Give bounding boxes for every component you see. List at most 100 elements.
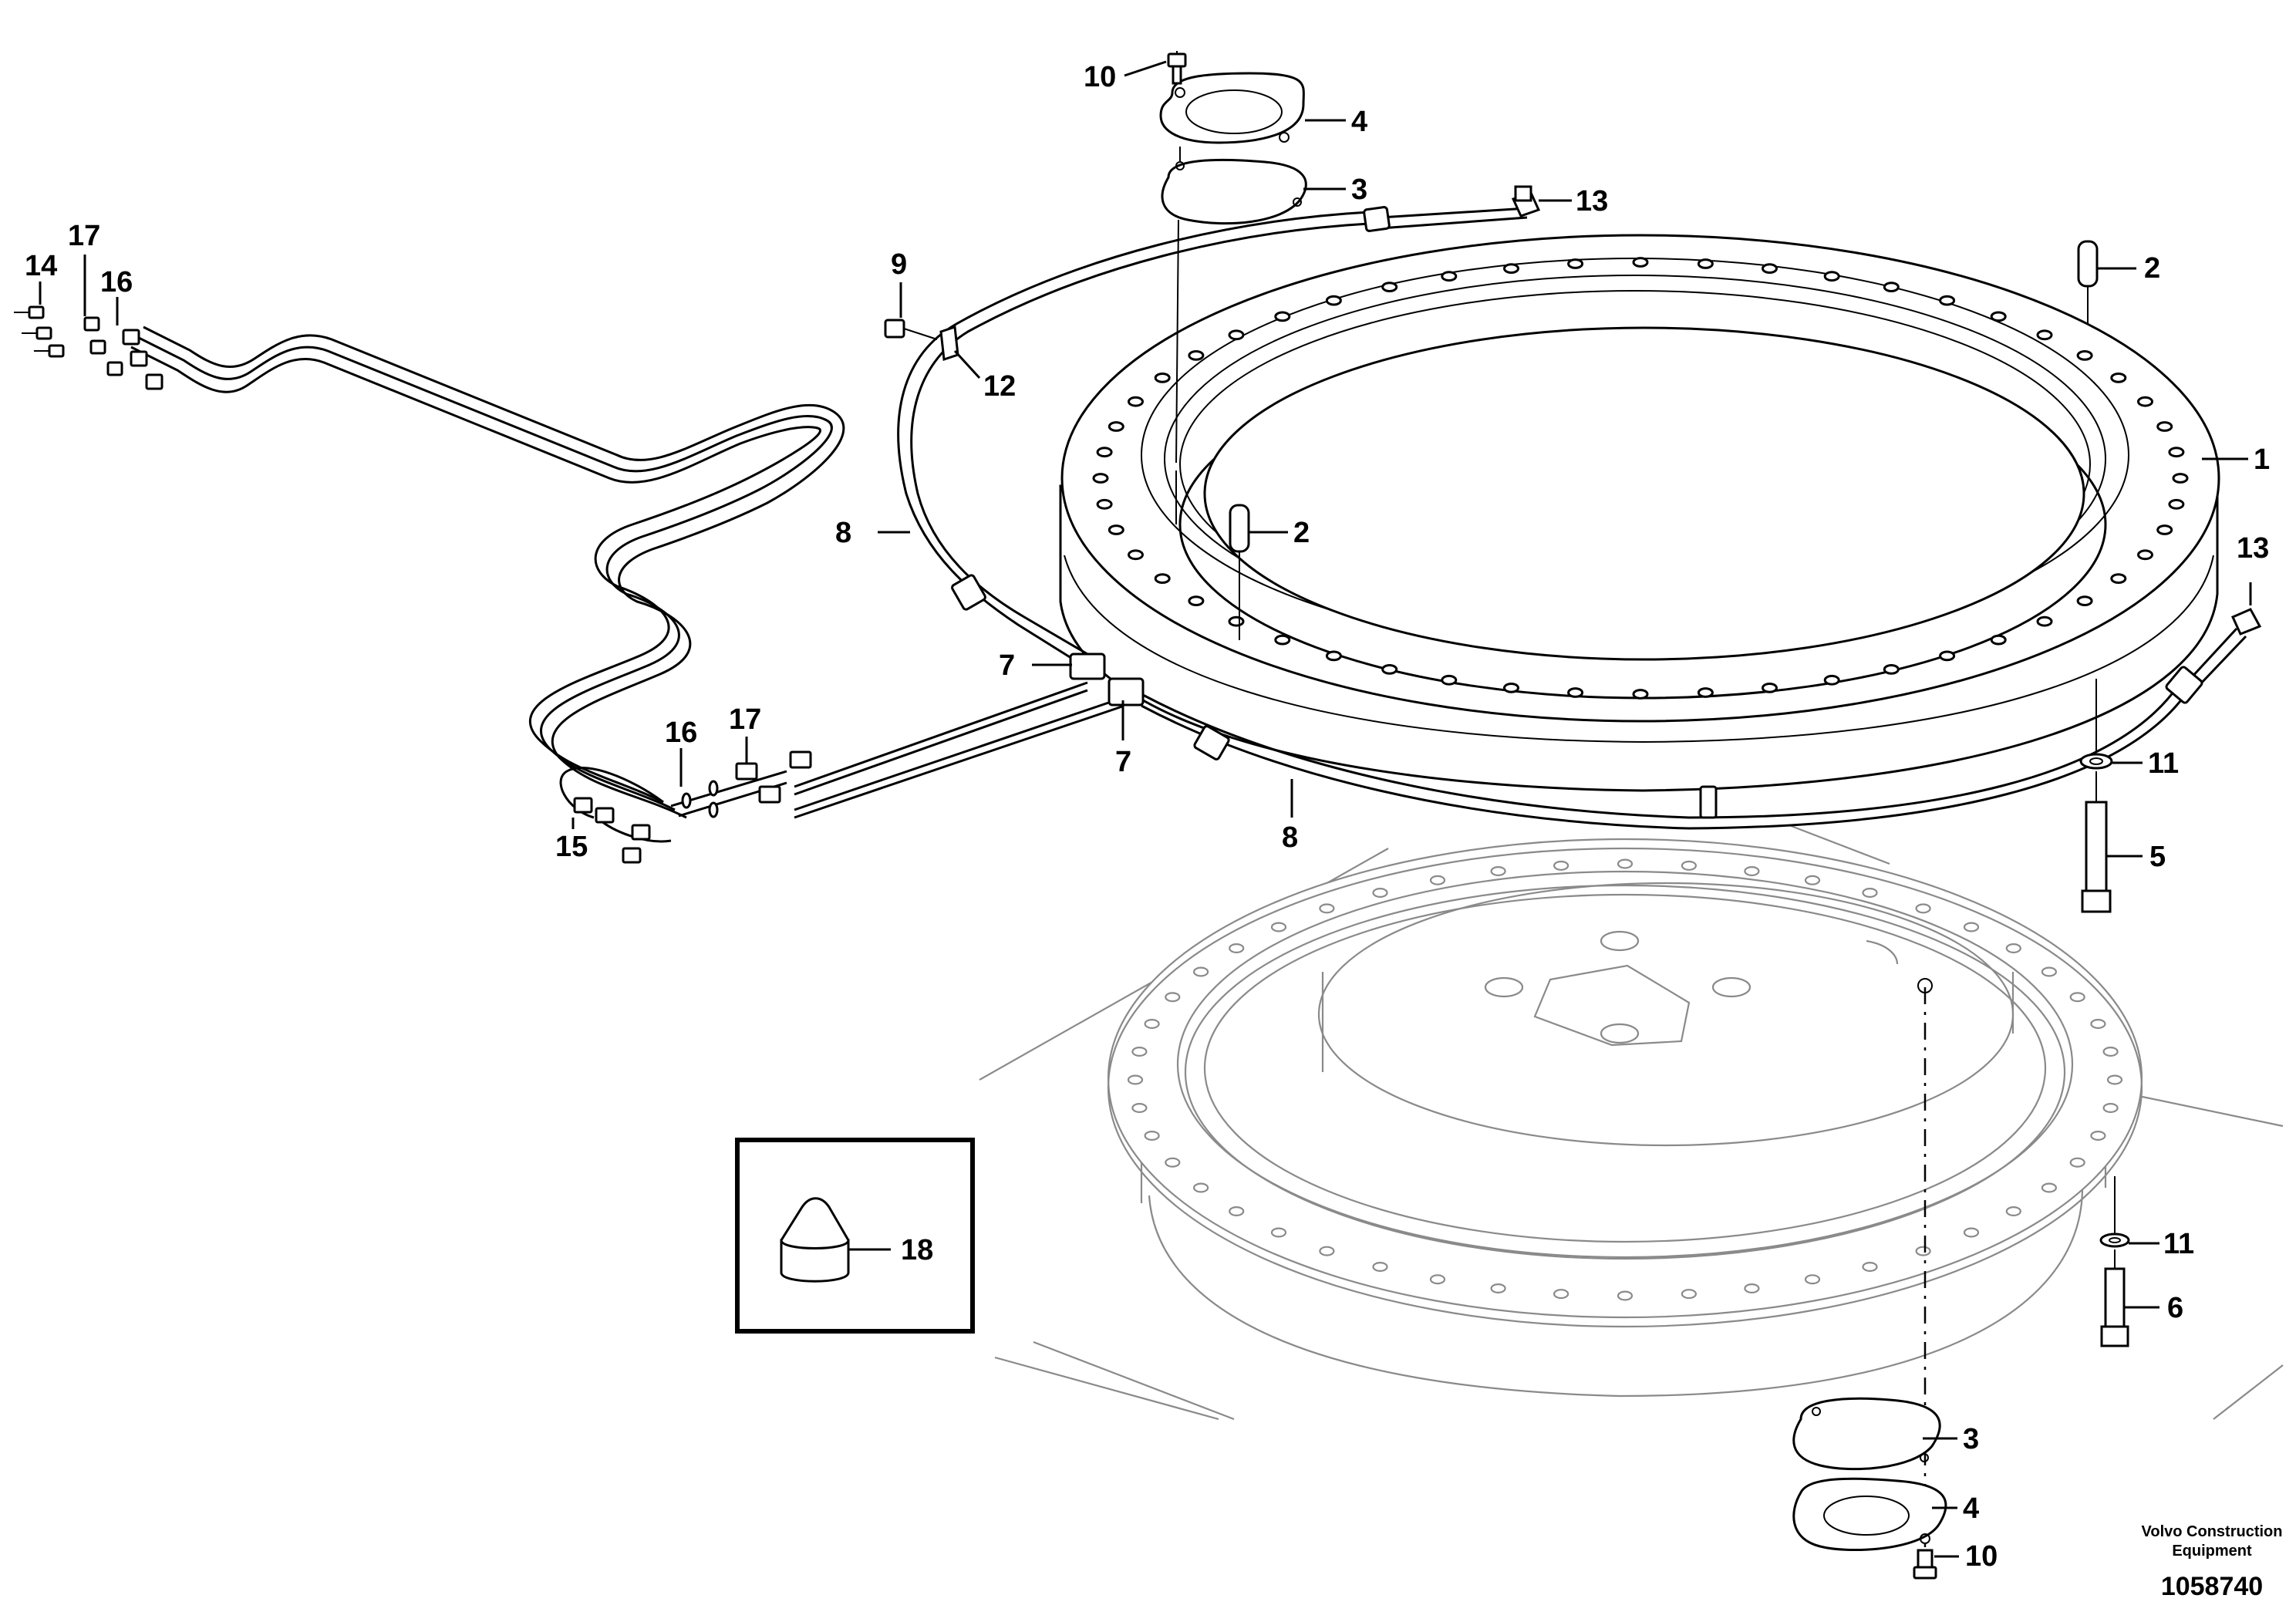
bolt-hole [1503, 263, 1519, 275]
bolt-hole [2172, 473, 2189, 484]
callout-5: 5 [2149, 841, 2166, 873]
bolt-hole [1804, 875, 1821, 885]
bolt-hole [1553, 1289, 1569, 1300]
bolt-hole [1429, 1274, 1446, 1285]
bolt-hole [1092, 473, 1109, 484]
callout-10-bottom: 10 [1965, 1540, 1998, 1573]
callout-7-lower: 7 [1115, 746, 1131, 778]
callout-8-lower: 8 [1282, 821, 1298, 854]
bolt-hole [1188, 595, 1205, 606]
callout-8-upper: 8 [835, 517, 851, 549]
callout-15: 15 [555, 831, 588, 863]
bolt-hole [1915, 1246, 1931, 1256]
bolt-hole [2102, 1046, 2119, 1057]
cover-plate-set-top [1159, 51, 1307, 464]
callout-3-bottom: 3 [1963, 1423, 1979, 1455]
bolt-hole [2168, 498, 2185, 510]
bolt-hole [2076, 595, 2093, 606]
bolt-hole [1762, 263, 1778, 275]
bolt-hole [2069, 992, 2085, 1003]
callout-11-upper: 11 [2148, 747, 2179, 780]
bolt-hole [1319, 903, 1335, 914]
bolt-hole [1823, 271, 1840, 282]
cover-plate-set-bottom [1792, 978, 1947, 1580]
bolt-hole [1372, 1261, 1388, 1272]
bolt-hole [1144, 1130, 1160, 1141]
bolt-hole [1744, 865, 1760, 876]
inset-box-part-18 [735, 1138, 975, 1334]
callout-7-upper: 7 [999, 649, 1015, 682]
bolt-hole [1990, 311, 2007, 322]
bolt-hole [2036, 329, 2053, 341]
bolt-hole [2041, 966, 2057, 977]
bolt-hole [1567, 258, 1584, 269]
callout-3-top: 3 [1351, 174, 1367, 206]
bolt-hole [1617, 858, 1633, 869]
bolt-hole [2106, 1074, 2123, 1085]
bolt-hole [2156, 524, 2173, 535]
bolt-hole [2076, 350, 2093, 361]
left-end-fittings [14, 305, 164, 390]
callout-4-top: 4 [1351, 106, 1367, 138]
leader-lines [39, 60, 2252, 1558]
bolt-hole [1632, 689, 1649, 700]
callout-13-right: 13 [2237, 532, 2269, 565]
callout-18: 18 [901, 1234, 933, 1266]
callout-11-lower: 11 [2163, 1228, 2194, 1260]
bolt-hole [1963, 922, 1980, 932]
footer-branding: Volvo Construction Equipment 1058740 [2142, 1523, 2283, 1601]
bolt-hole [1127, 1074, 1144, 1085]
bolt-hole [1441, 271, 1458, 282]
bolt-hole [1229, 1206, 1245, 1216]
callout-2-center: 2 [1293, 517, 1310, 549]
callout-4-bottom: 4 [1963, 1492, 1979, 1525]
bolt-hole [1108, 421, 1124, 432]
bolt-hole [1990, 634, 2007, 646]
bolt-hole [1381, 664, 1398, 675]
callout-12: 12 [983, 370, 1016, 403]
bolt-hole [1490, 1283, 1506, 1293]
bolt-hole [1697, 687, 1714, 698]
bolt-hole [1862, 887, 1878, 898]
bolt-hole [1939, 650, 1956, 662]
bolt-hole [2102, 1102, 2119, 1113]
bolt-hole [1144, 1018, 1160, 1029]
bolt-hole [1192, 966, 1209, 977]
bolt-hole [2005, 1206, 2021, 1216]
bolt-hole [2069, 1157, 2085, 1168]
bolt-hole [1154, 373, 1171, 383]
bolt-hole [1165, 992, 1181, 1003]
bolt-hole [1823, 674, 1840, 686]
bolt-hole [2110, 573, 2127, 584]
bolt-hole [1553, 860, 1569, 871]
bolt-hole [1270, 922, 1287, 932]
bolt-hole [1381, 282, 1398, 293]
bolt-hole [1762, 683, 1778, 693]
bolt-hole [2168, 447, 2185, 458]
bolt-hole [1188, 350, 1205, 361]
bolt-hole [1744, 1283, 1760, 1293]
callout-17-lower: 17 [729, 703, 761, 736]
callout-14: 14 [25, 250, 57, 282]
bolt-hole [1567, 687, 1584, 698]
bolt-hole [2156, 421, 2173, 432]
bolt-hole [1131, 1046, 1148, 1057]
lower-ring-gray [1107, 838, 2143, 1398]
bolt-hole [1154, 573, 1171, 584]
bolt-hole [1681, 1289, 1697, 1300]
bolt-hole [1939, 295, 1956, 306]
bolt-hole [2137, 396, 2153, 407]
bolt-hole [2110, 373, 2127, 383]
bolt-hole [1325, 650, 1342, 662]
bolt-hole [1228, 615, 1245, 627]
bolt-hole [1229, 943, 1245, 953]
ring-bolt-holes [1092, 257, 2189, 1301]
bolt-hole [1697, 258, 1714, 269]
slewing-ring [1059, 234, 2220, 792]
bolt-hole [1617, 1290, 1633, 1301]
bolt-hole [1490, 865, 1506, 876]
bolts-and-washers [2079, 679, 2130, 1347]
callout-16-left: 16 [100, 266, 133, 298]
bolt-hole [2137, 549, 2153, 561]
